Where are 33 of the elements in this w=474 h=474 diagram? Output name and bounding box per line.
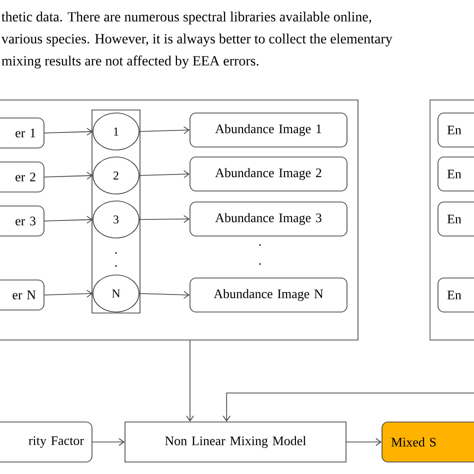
process-box: Abundance Image 3 bbox=[190, 202, 348, 236]
group-frame bbox=[0, 100, 358, 340]
output-box: Mixed S bbox=[382, 422, 474, 462]
body-text: mixing results are not affected by EEA errors. bbox=[2, 56, 258, 68]
process-box: er 2 bbox=[0, 162, 44, 192]
process-box: er N bbox=[0, 280, 44, 310]
group-frame bbox=[430, 100, 474, 340]
process-box: rity Factor bbox=[0, 422, 92, 462]
process-box: En bbox=[438, 278, 474, 312]
arrow bbox=[222, 392, 474, 422]
body-text: various species. However, it is always better to collect the elementary bbox=[1, 34, 392, 46]
arrow bbox=[44, 172, 93, 180]
arrow bbox=[139, 215, 190, 223]
arrow bbox=[44, 216, 93, 224]
process-box: En bbox=[438, 202, 474, 236]
process-box: Abundance Image 2 bbox=[190, 156, 348, 192]
group-frame bbox=[92, 110, 140, 314]
arrow bbox=[139, 170, 190, 178]
process-box: er 1 bbox=[0, 118, 44, 148]
arrow bbox=[139, 126, 190, 134]
process-box: Abundance Image N bbox=[190, 278, 348, 312]
arrow bbox=[92, 438, 125, 446]
process-box: Non Linear Mixing Model bbox=[124, 422, 346, 462]
process-box: er 3 bbox=[0, 206, 44, 236]
arrow bbox=[44, 128, 93, 136]
arrow bbox=[186, 340, 194, 422]
arrow bbox=[44, 290, 93, 298]
body-text: thetic data. There are numerous spectral libraries available online, bbox=[2, 12, 372, 24]
arrow bbox=[346, 438, 382, 446]
process-box: En bbox=[438, 156, 474, 192]
process-box: En bbox=[438, 112, 474, 148]
arrow bbox=[139, 290, 190, 299]
process-box: Abundance Image 1 bbox=[190, 112, 348, 148]
